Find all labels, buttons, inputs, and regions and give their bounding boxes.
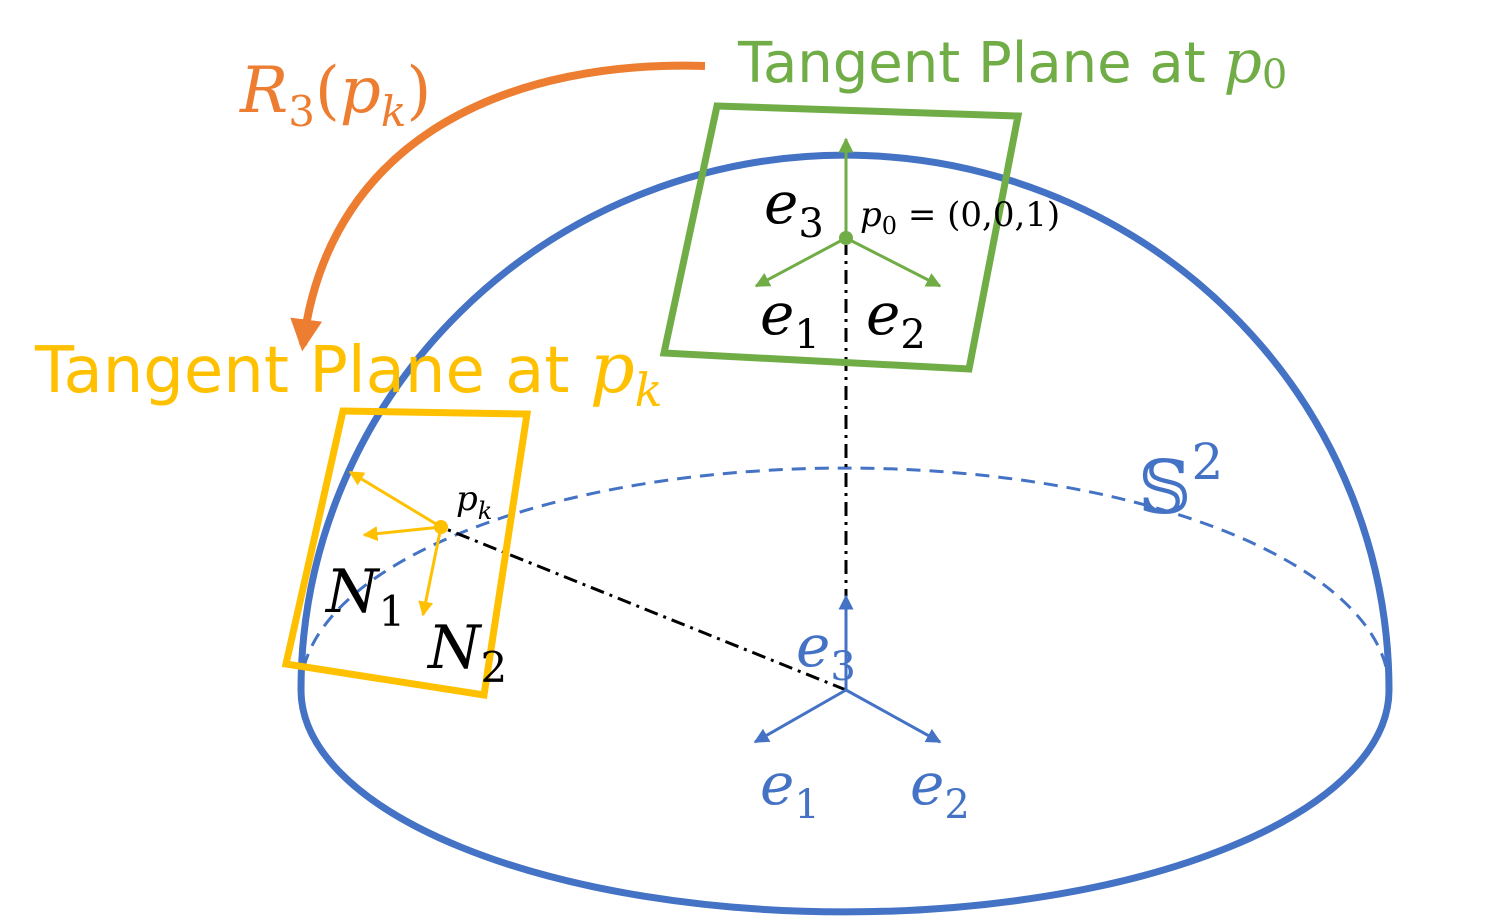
green-e1-axis [754, 236, 847, 288]
tangent-plane-pk-sub: k [635, 363, 663, 417]
rotation-close-paren: ) [406, 54, 431, 128]
tangent-plane-p0-label: Tangent Plane at p0 [737, 27, 1287, 98]
green-e2-label: e2 [866, 280, 926, 358]
pk-point [434, 520, 448, 534]
p0-frame [754, 137, 942, 288]
p0-point [839, 231, 853, 245]
tangent-plane-p0-sub: 0 [1262, 52, 1287, 98]
green-e3-label: e3 [764, 169, 824, 247]
tangent-plane-pk [281, 407, 532, 700]
sphere-label: 𝕊2 [1138, 433, 1223, 531]
tangent-plane-pk-label: Tangent Plane at pk [34, 327, 663, 417]
rotation-arg-sub: k [381, 87, 406, 136]
blue-e1-label: e1 [760, 750, 820, 828]
pk-normal-axis [348, 470, 442, 529]
tangent-plane-pk-text: Tangent Plane at [34, 334, 590, 408]
blue-e3-label: e3 [796, 612, 856, 690]
rotation-label: R3(pk) [239, 54, 431, 136]
pk-label: pk [456, 479, 492, 525]
blue-e1-axis [753, 688, 847, 744]
p0-coordinates-label: p0 = (0,0,1) [860, 195, 1060, 240]
tangent-plane-pk-point: p [590, 327, 635, 409]
N1-label: N1 [324, 557, 405, 636]
pk-frame [348, 470, 448, 617]
tangent-plane-p0 [659, 102, 1023, 373]
rotation-arrow [290, 61, 706, 352]
green-e2-axis [845, 236, 942, 288]
sphere-superscript: 2 [1191, 433, 1223, 491]
hemisphere-front-equator [297, 689, 1393, 916]
sphere-symbol: 𝕊 [1138, 445, 1191, 531]
origin-frame [753, 594, 942, 744]
rotation-open-paren: ( [315, 54, 340, 128]
blue-e2-label: e2 [910, 750, 970, 828]
tangent-plane-p0-point: p [1223, 27, 1261, 97]
rotation-R-sub: 3 [288, 87, 315, 136]
rotation-R: R [239, 54, 288, 128]
N2-label: N2 [426, 613, 507, 692]
blue-e2-axis [845, 688, 942, 744]
tangent-plane-p0-text: Tangent Plane at [737, 31, 1223, 96]
hemisphere-back-equator [299, 466, 1391, 691]
pk-N2-axis [418, 526, 443, 617]
rotation-arg: p [340, 54, 381, 128]
green-e1-label: e1 [760, 280, 820, 358]
pk-N1-axis [362, 525, 442, 542]
